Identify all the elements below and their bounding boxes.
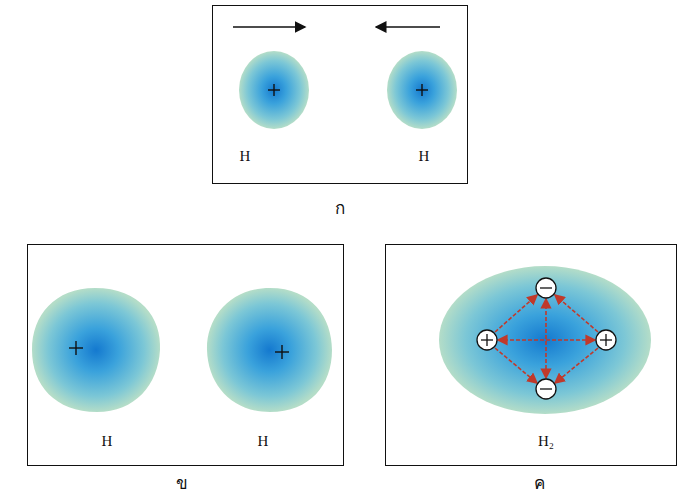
atom-label: H xyxy=(258,434,269,449)
nucleus-plus xyxy=(268,84,428,96)
electron-cloud xyxy=(207,288,332,412)
electron-cloud xyxy=(387,51,457,129)
figure-panel: HHก xyxy=(212,5,468,184)
panel-caption: ก xyxy=(335,200,345,217)
charge-symbol xyxy=(477,278,616,399)
force-arrow xyxy=(495,295,598,383)
electron-cloud xyxy=(439,266,651,414)
electron-cloud xyxy=(239,51,309,129)
motion-arrow xyxy=(233,26,305,28)
figure-panel: HHข xyxy=(27,244,344,466)
atom-label: H xyxy=(102,434,113,449)
electron-cloud xyxy=(32,288,160,412)
molecule-label: H₂ xyxy=(538,434,554,449)
motion-arrow xyxy=(376,26,440,28)
atom-label: H xyxy=(240,149,251,164)
panel-caption: ข xyxy=(176,475,188,492)
figure-panel: H₂ค xyxy=(385,244,677,466)
atom-label: H xyxy=(419,149,430,164)
nucleus-plus xyxy=(69,341,289,359)
panel-caption: ค xyxy=(534,475,545,492)
